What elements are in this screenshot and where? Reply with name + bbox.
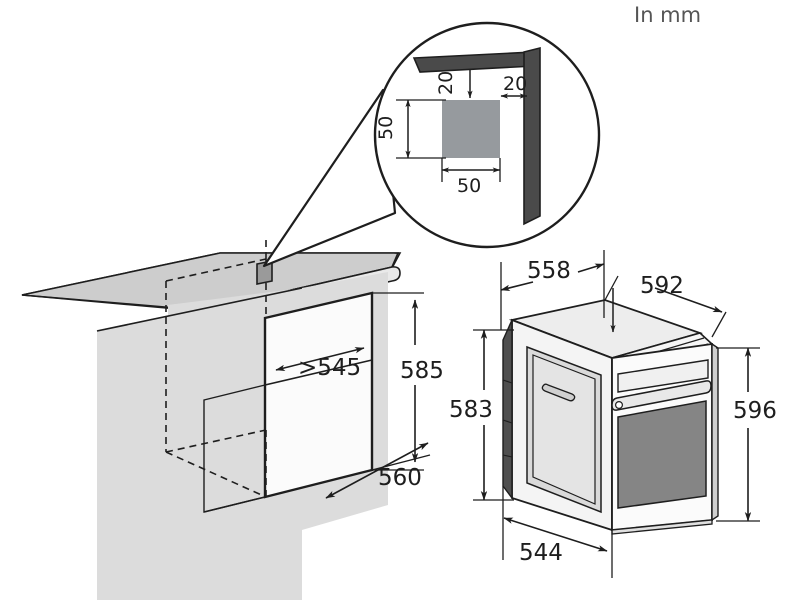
dim-detail-height-label: 50 xyxy=(375,116,397,140)
niche-floor-front-left xyxy=(203,496,266,513)
dim-detail-right-gap: 20 xyxy=(500,73,528,99)
dim-oven-body-depth: 544 xyxy=(502,486,613,578)
dim-niche-width: >545 xyxy=(275,347,365,381)
dim-oven-depth-top: 558 xyxy=(500,250,605,330)
detail-callout: 20 20 50 xyxy=(262,21,601,268)
worktop-plane xyxy=(22,253,398,296)
dim-oven-width-top: 592 xyxy=(604,273,727,338)
dim-560-line xyxy=(325,442,429,499)
control-panel-strip xyxy=(617,359,709,393)
dim-detail-top-gap-label: 20 xyxy=(435,71,457,95)
door-handle-bar xyxy=(611,380,712,411)
handle-end-cap xyxy=(614,401,623,410)
cabinet-side-top-edge xyxy=(96,287,303,332)
side-panel-slot xyxy=(541,383,576,402)
dim-oven-body-height: 583 xyxy=(449,329,514,501)
dim-niche-height-label: 585 xyxy=(400,358,444,384)
dim-detail-width-label: 50 xyxy=(457,175,481,197)
dim-niche-depth: 560 xyxy=(325,442,431,499)
cabinet-niche-isometric: >545 585 560 xyxy=(21,240,444,600)
oven-left-strip-tick-2 xyxy=(502,419,513,424)
dim-niche-width-line xyxy=(275,347,365,371)
cabinet-side-shade-2 xyxy=(97,288,302,600)
dim-niche-depth-label: 560 xyxy=(378,465,422,491)
oven-left-edge-strip xyxy=(502,319,513,501)
dim-niche-height: 585 xyxy=(372,292,444,471)
corner-profile-vertical xyxy=(523,46,541,226)
dim-detail-width: 50 xyxy=(441,158,501,197)
niche-opening-front xyxy=(263,291,374,499)
ext-592-b xyxy=(711,311,727,338)
ext-592-a xyxy=(604,275,619,301)
oven-appliance-isometric: 558 592 583 xyxy=(449,250,777,578)
callout-contents: 20 20 50 xyxy=(375,46,541,226)
dim-oven-front-height-label: 596 xyxy=(733,398,777,424)
dim-544-line xyxy=(503,517,608,552)
oven-left-strip-tick-1 xyxy=(502,379,513,384)
oven-left-strip-tick-3 xyxy=(502,454,513,458)
dim-detail-height: 50 xyxy=(375,99,446,159)
dim-oven-body-depth-label: 544 xyxy=(519,540,563,566)
door-glass-panel xyxy=(617,400,707,509)
dim-oven-depth-top-label: 558 xyxy=(527,258,571,284)
hidden-lines-group xyxy=(165,240,267,498)
oven-front-right-edge xyxy=(711,342,719,522)
dim-558-left-seg xyxy=(500,281,534,291)
dim-558-right-seg xyxy=(577,263,605,273)
dim-oven-body-height-label: 583 xyxy=(449,397,493,423)
dim-oven-front-height: 596 xyxy=(716,347,777,522)
dim-detail-top-gap: 20 xyxy=(435,70,473,99)
unit-note: In mm xyxy=(634,3,701,27)
oven-side-panel-inner xyxy=(532,354,596,505)
dim-oven-width-top-label: 592 xyxy=(640,273,684,299)
dim-niche-width-label: >545 xyxy=(298,355,361,381)
dim-detail-right-gap-label: 20 xyxy=(503,73,527,95)
detail-vent-rect xyxy=(442,100,500,158)
dim-592-line xyxy=(654,287,723,313)
